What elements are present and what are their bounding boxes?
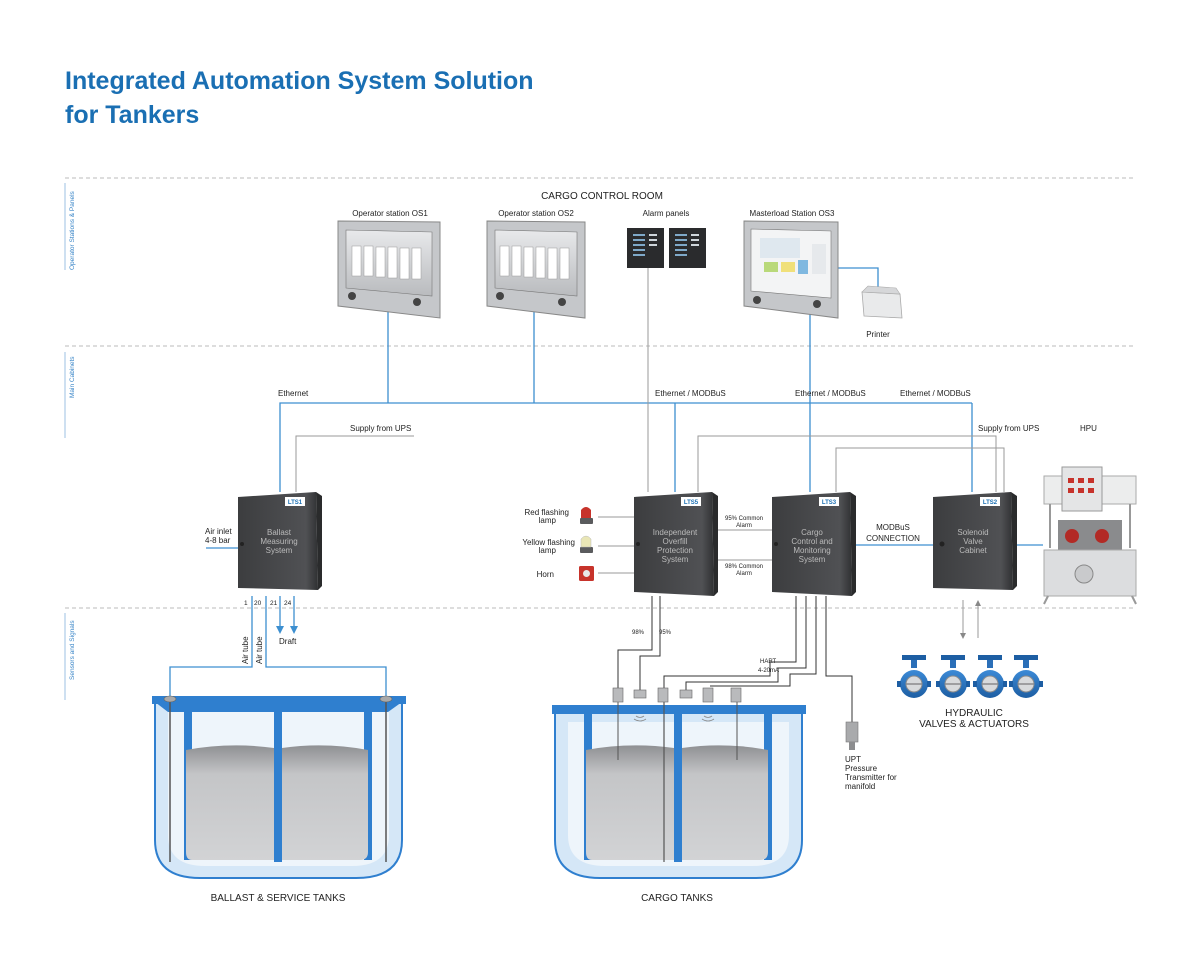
hart-label: HART <box>760 659 777 665</box>
lts1-line2: Measuring <box>260 537 297 546</box>
upt-transmitter <box>845 721 859 750</box>
tube-numbers: 1 20 21 24 <box>244 600 292 607</box>
red-lamp-label-2: lamp <box>539 516 557 525</box>
os3-label: Masterload Station OS3 <box>750 209 835 218</box>
air-inlet-pressure: 4-8 bar <box>205 536 231 545</box>
red-flashing-lamp: Red flashing lamp <box>525 507 593 525</box>
lts3-line2: Control and <box>791 537 832 546</box>
cabinet-lts1: LTS1 Ballast Measuring System <box>238 492 322 590</box>
modbus-label: MODBuS <box>876 523 910 532</box>
zone-label-cabinets: Main Cabinets <box>69 356 76 398</box>
printer: Printer <box>861 285 903 339</box>
zone-label-operator: Operator Stations & Panels <box>69 190 76 270</box>
lts5-line3: Protection <box>657 546 693 555</box>
lts2-line1: Solenoid <box>957 528 988 537</box>
os2-label: Operator station OS2 <box>498 209 574 218</box>
eth-modbus-label-3: Ethernet / MODBuS <box>900 389 971 398</box>
printer-label: Printer <box>866 330 890 339</box>
control-room-label: CARGO CONTROL ROOM <box>541 191 663 202</box>
alarm-panels-label: Alarm panels <box>643 209 690 218</box>
operator-station-os1: Operator station OS1 <box>337 209 441 319</box>
lts3-line3: Monitoring <box>793 546 830 555</box>
lts1-tag: LTS1 <box>288 500 303 506</box>
red-lamp-label: Red flashing <box>525 508 569 517</box>
lts5-line2: Overfill <box>663 537 688 546</box>
alarm-95-label: 95% Common <box>725 516 763 522</box>
yellow-lamp-label-2: lamp <box>539 546 557 555</box>
network-wires <box>169 267 1043 700</box>
cabinet-lts2: LTS2 Solenoid Valve Cabinet <box>933 492 1017 590</box>
yellow-flashing-lamp: Yellow flashing lamp <box>522 535 593 555</box>
zone-label-sensors: Sensors and Signals <box>69 620 76 680</box>
operator-station-os2: Operator station OS2 <box>486 209 586 319</box>
os1-label: Operator station OS1 <box>352 209 428 218</box>
supply-ups-label-2: Supply from UPS <box>978 424 1039 433</box>
ethernet-label: Ethernet <box>278 389 309 398</box>
horn: Horn <box>537 566 594 581</box>
tube-number-20: 20 <box>254 600 262 607</box>
lts1-line1: Ballast <box>267 528 292 537</box>
eth-modbus-label-1: Ethernet / MODBuS <box>655 389 726 398</box>
tube-number-21: 21 <box>270 600 278 607</box>
lts2-line2: Valve <box>963 537 983 546</box>
lts5-tag: LTS5 <box>684 500 699 506</box>
lts1-line3: System <box>266 546 293 555</box>
hpu-unit <box>1043 466 1137 605</box>
lts2-line3: Cabinet <box>959 546 987 555</box>
hpu-label: HPU <box>1080 424 1097 433</box>
air-tube-label-1: Air tube <box>241 636 250 664</box>
supply-ups-label-1: Supply from UPS <box>350 424 411 433</box>
hydraulic-valves <box>897 655 1043 698</box>
upt-line3: Transmitter for <box>845 773 897 782</box>
valves-label-2: VALVES & ACTUATORS <box>919 719 1029 730</box>
lts2-tag: LTS2 <box>983 500 998 506</box>
lts3-tag: LTS3 <box>822 500 837 506</box>
sensor-wires <box>617 596 853 722</box>
tube-number-1: 1 <box>244 600 248 607</box>
valves-label-1: HYDRAULIC <box>945 708 1003 719</box>
title-line-2: for Tankers <box>65 101 200 129</box>
eth-modbus-label-2: Ethernet / MODBuS <box>795 389 866 398</box>
hydraulic-valve-2 <box>936 655 970 698</box>
page-title: Integrated Automation System Solution fo… <box>65 64 534 132</box>
yellow-lamp-label: Yellow flashing <box>522 538 575 547</box>
hart-signal-label: 4-20mA <box>758 668 779 674</box>
air-tube-label-2: Air tube <box>255 636 264 664</box>
lts5-line4: System <box>662 555 689 564</box>
upt-line4: manifold <box>845 782 875 791</box>
alarm-panels: Alarm panels <box>627 209 706 268</box>
pct-98-label: 98% <box>632 630 645 636</box>
alarm-98-sub: Alarm <box>736 571 752 577</box>
pct-95-label: 95% <box>659 630 672 636</box>
cargo-tanks <box>552 687 806 879</box>
lts3-line4: System <box>799 555 826 564</box>
hydraulic-valve-3 <box>973 655 1007 698</box>
masterload-station-os3: Masterload Station OS3 <box>743 209 839 319</box>
horn-label: Horn <box>537 570 554 579</box>
air-inlet-label: Air inlet <box>205 527 232 536</box>
cargo-tanks-label: CARGO TANKS <box>641 893 713 904</box>
alarm-95-sub: Alarm <box>736 523 752 529</box>
upt-line2: Pressure <box>845 764 878 773</box>
power-wires <box>295 268 1005 639</box>
hydraulic-valve-1 <box>897 655 931 698</box>
hydraulic-valve-4 <box>1009 655 1043 698</box>
cabinet-lts3: LTS3 Cargo Control and Monitoring System <box>772 492 856 596</box>
title-line-1: Integrated Automation System Solution <box>65 67 534 95</box>
cabinet-lts5: LTS5 Independent Overfill Protection Sys… <box>634 492 718 596</box>
connection-label: CONNECTION <box>866 534 920 543</box>
tube-number-24: 24 <box>284 600 292 607</box>
upt-line1: UPT <box>845 755 861 764</box>
zone-separators <box>64 177 1135 700</box>
lts3-line1: Cargo <box>801 528 823 537</box>
draft-label: Draft <box>279 637 297 646</box>
alarm-98-label: 98% Common <box>725 564 763 570</box>
ballast-tanks <box>152 695 406 879</box>
ballast-tanks-label: BALLAST & SERVICE TANKS <box>211 893 346 904</box>
lts5-line1: Independent <box>653 528 698 537</box>
